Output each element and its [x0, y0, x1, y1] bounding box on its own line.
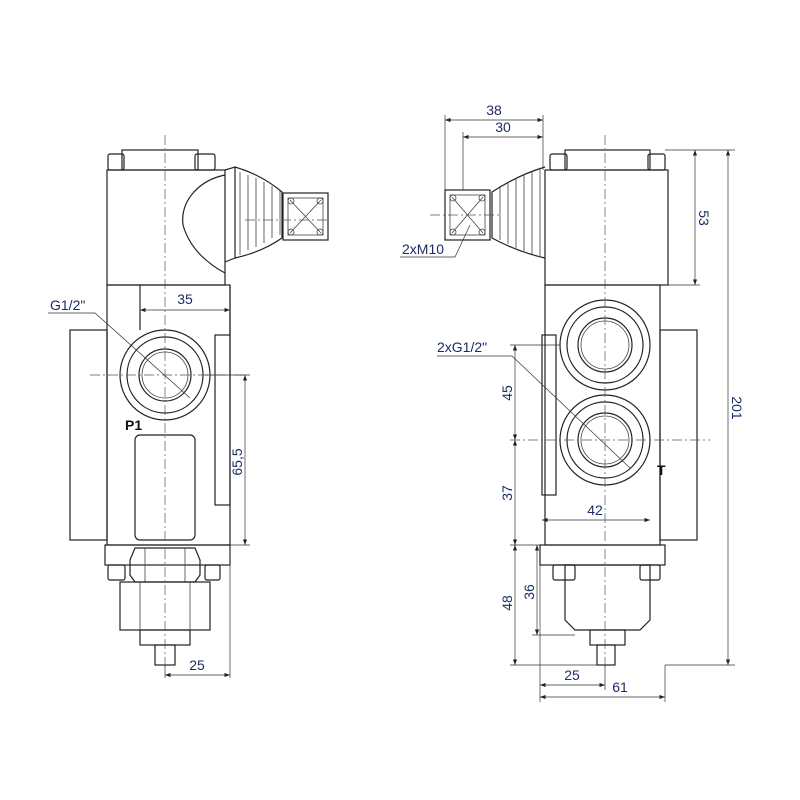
left-solenoid-cap — [121, 149, 199, 171]
dim-25-left: 25 — [189, 657, 205, 673]
dim-36: 36 — [521, 584, 537, 600]
dim-35: 35 — [177, 291, 193, 307]
dim-25-right: 25 — [564, 667, 580, 683]
dim-30: 30 — [495, 119, 511, 135]
dim-37: 37 — [499, 485, 515, 501]
left-coil-dome — [182, 174, 226, 274]
right-solenoid-cap — [564, 149, 651, 171]
port-mark: T — [657, 462, 666, 478]
port-thread-label: G1/2" — [50, 297, 85, 313]
dim-61: 61 — [612, 679, 628, 695]
port-leader-right — [437, 355, 631, 469]
right-view: T 38 30 2xM10 53 201 2xG1/2" 45 37 48 36 — [400, 102, 745, 702]
left-connector — [282, 192, 329, 241]
right-bottom-nut — [596, 644, 616, 666]
port-leader — [48, 312, 191, 399]
right-lower-body — [564, 564, 651, 631]
thread-leader — [400, 224, 471, 258]
right-port-thread-label: 2xG1/2" — [437, 339, 487, 355]
dim-38: 38 — [486, 102, 502, 118]
left-boot — [224, 166, 236, 263]
right-side-plate — [659, 329, 698, 541]
left-side-plate — [69, 329, 108, 541]
port-name-label: P1 — [125, 417, 142, 433]
left-side-rib — [214, 334, 231, 506]
left-valve-body — [106, 284, 231, 546]
right-coil-body — [544, 169, 669, 286]
dim-45: 45 — [499, 385, 515, 401]
right-side-rib — [541, 334, 557, 496]
dim-65-5: 65,5 — [229, 448, 245, 475]
dim-42: 42 — [587, 502, 603, 518]
left-coil-body — [106, 169, 226, 286]
dim-48: 48 — [499, 595, 515, 611]
left-view: P1 35 G1/2" 65,5 25 — [48, 135, 330, 678]
connector-thread-label: 2xM10 — [402, 241, 444, 257]
dim-53: 53 — [696, 210, 712, 226]
dim-201: 201 — [729, 396, 745, 420]
